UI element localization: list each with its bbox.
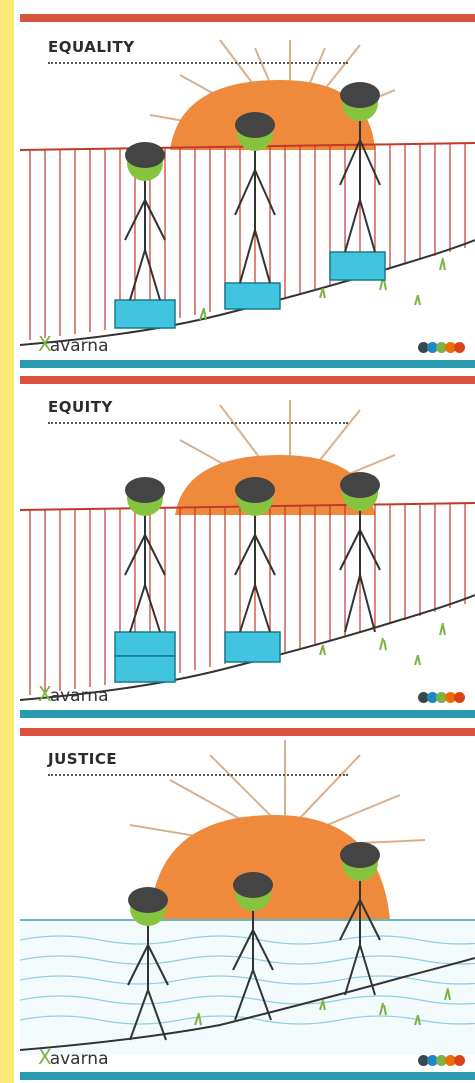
left-yellow-strip	[0, 0, 14, 1083]
people	[125, 510, 380, 632]
brand-logo: Xavarna	[38, 1045, 108, 1069]
fence-posts	[30, 503, 465, 695]
brand-logo: Xavarna	[38, 332, 108, 356]
panel-title: JUSTICE	[48, 750, 117, 768]
panel-equality: EQUALITY Xavarna	[20, 0, 475, 370]
panel-equity: EQUITY Xavarna	[20, 370, 475, 720]
top-bar	[20, 376, 475, 384]
bottom-bar	[20, 360, 475, 368]
panel-title: EQUITY	[48, 398, 113, 416]
brand-logo: Xavarna	[38, 682, 108, 706]
panel-justice: JUSTICE Xavarna	[20, 720, 475, 1083]
panel-title: EQUALITY	[48, 38, 135, 56]
bottom-bar	[20, 1072, 475, 1080]
logo-dots	[420, 1055, 465, 1065]
title-divider	[48, 62, 348, 64]
top-bar	[20, 14, 475, 22]
title-divider	[48, 774, 348, 776]
top-bar	[20, 728, 475, 736]
title-divider	[48, 422, 348, 424]
fence-posts	[30, 143, 465, 340]
logo-dots	[420, 342, 465, 352]
bottom-bar	[20, 710, 475, 718]
grass	[320, 623, 445, 665]
boxes	[115, 252, 385, 328]
logo-dots	[420, 692, 465, 702]
